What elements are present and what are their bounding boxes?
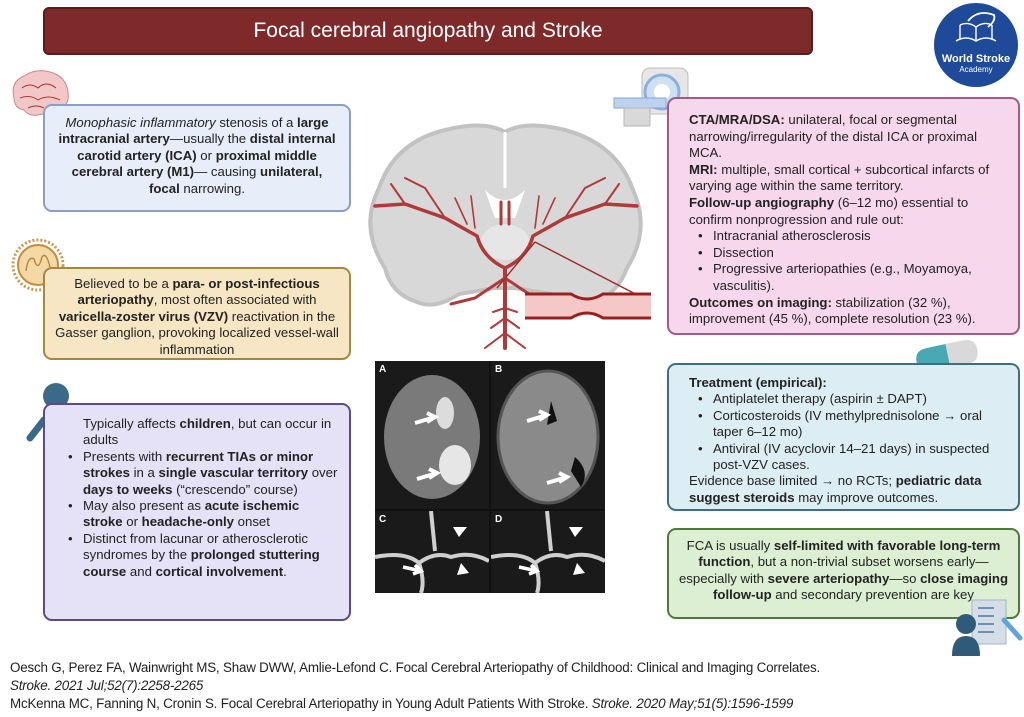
presentation-box: Typically affects children, but can occu… (43, 403, 351, 621)
world-stroke-academy-logo: World Stroke Academy (934, 3, 1018, 87)
presentation-list: Presents with recurrent TIAs or minor st… (65, 449, 339, 580)
panel-c-mra: C (375, 510, 490, 593)
panel-label: B (495, 364, 503, 375)
list-item: Progressive arteriopathies (e.g., Moyamo… (695, 261, 1004, 294)
mri-finding: MRI: multiple, small cortical + subcorti… (689, 161, 990, 194)
list-item: May also present as acute ischemic strok… (65, 498, 339, 531)
imaging-box: CTA/MRA/DSA: unilateral, focal or segmen… (667, 97, 1020, 335)
logo-line1: World Stroke (941, 53, 1011, 65)
evidence-note: Evidence base limited → no RCTs; pediatr… (689, 473, 982, 505)
logo-line2: Academy (959, 65, 993, 74)
brain-artery-illustration (368, 123, 651, 350)
panel-label: C (379, 514, 387, 525)
outcome-box: FCA is usually self-limited with favorab… (667, 528, 1020, 619)
doctor-checklist-icon (952, 599, 1023, 656)
list-item: Distinct from lacunar or atherosclerotic… (65, 531, 339, 580)
etiology-box: Believed to be a para- or post-infectiou… (43, 267, 351, 360)
treatment-box: Treatment (empirical): Antiplatelet ther… (667, 363, 1020, 511)
definition-box: Monophasic inflammatory stenosis of a la… (43, 104, 351, 212)
title-text: Focal cerebral angiopathy and Stroke (253, 19, 603, 42)
treatment-list: Antiplatelet therapy (aspirin ± DAPT) Co… (695, 391, 1004, 473)
panel-label: D (495, 514, 503, 525)
book-icon (955, 12, 997, 42)
list-item: Antiplatelet therapy (aspirin ± DAPT) (695, 391, 1004, 408)
follow-up-finding: Follow-up angiography (6–12 mo) essentia… (689, 194, 969, 227)
panel-d-mra: D (490, 510, 605, 593)
rule-out-list: Intracranial atherosclerosis Dissection … (695, 228, 1004, 294)
cta-finding: CTA/MRA/DSA: unilateral, focal or segmen… (689, 112, 978, 161)
list-item: Corticosteroids (IV methylprednisolone →… (695, 408, 1004, 441)
panel-label: A (379, 364, 387, 375)
panel-a-dwi: A (375, 361, 489, 509)
mri-figure: A B C D (375, 361, 605, 593)
etiology-text: Believed to be a para- or post-infectiou… (55, 276, 339, 357)
references: Oesch G, Perez FA, Wainwright MS, Shaw D… (10, 659, 820, 713)
imaging-outcomes: Outcomes on imaging: stabilization (32 %… (689, 294, 976, 327)
treatment-heading: Treatment (empirical): (689, 375, 827, 390)
presentation-intro: Typically affects children, but can occu… (83, 416, 332, 448)
outcome-text: FCA is usually self-limited with favorab… (678, 538, 1009, 603)
reference-1: Oesch G, Perez FA, Wainwright MS, Shaw D… (10, 660, 820, 675)
list-item: Dissection (695, 245, 1004, 262)
panel-b-flair: B (491, 361, 605, 509)
list-item: Presents with recurrent TIAs or minor st… (65, 449, 339, 498)
definition-text: Monophasic inflammatory stenosis of a la… (58, 115, 336, 196)
reference-1-journal: Stroke. 2021 Jul;52(7):2258-2265 (10, 678, 204, 693)
list-item: Intracranial atherosclerosis (695, 228, 1004, 245)
reference-2: McKenna MC, Fanning N, Cronin S. Focal C… (10, 696, 794, 711)
page-title: Focal cerebral angiopathy and Stroke (43, 7, 813, 55)
list-item: Antiviral (IV acyclovir 14–21 days) in s… (695, 441, 1004, 474)
